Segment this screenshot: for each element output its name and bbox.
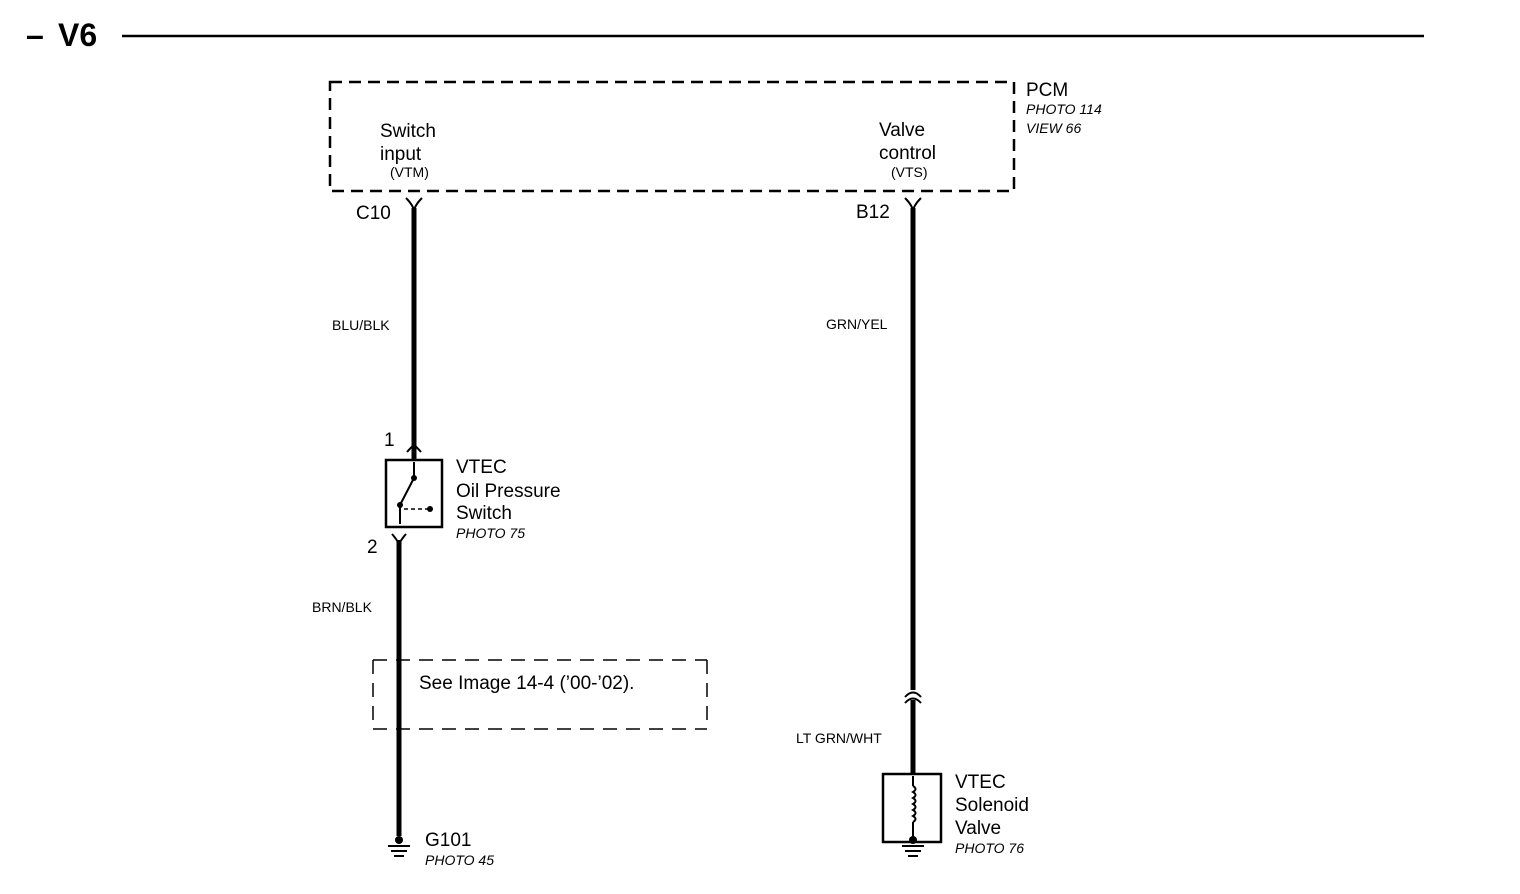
wire-label-lt-grn-wht: LT GRN/WHT (796, 730, 882, 746)
solenoid-label-2: Solenoid (955, 795, 1029, 816)
oil-switch-photo: PHOTO 75 (456, 525, 525, 541)
inline-connector (904, 691, 922, 704)
page-title: V6 (58, 17, 97, 53)
pin-b12-label: B12 (856, 202, 890, 223)
wire-label-blu-blk: BLU/BLK (332, 317, 390, 333)
oil-switch-label-1: VTEC (456, 457, 507, 478)
pin-c10-label: C10 (356, 203, 391, 224)
pcm-view: VIEW 66 (1026, 120, 1081, 136)
solenoid-label-1: VTEC (955, 772, 1006, 793)
see-image-note: See Image 14-4 (’00-’02). (419, 673, 634, 694)
pcm-box (328, 80, 1016, 193)
ground-label: G101 (425, 830, 471, 851)
solenoid-photo: PHOTO 76 (955, 840, 1024, 856)
see-image-box (372, 659, 708, 730)
oil-pressure-switch-symbol (384, 458, 444, 529)
wire-label-brn-blk: BRN/BLK (312, 599, 373, 615)
oil-switch-label-3: Switch (456, 503, 512, 524)
pcm-label: PCM (1026, 80, 1068, 101)
valve-control-label-2: control (879, 143, 936, 164)
valve-control-code: (VTS) (891, 164, 928, 180)
switch-pin-2-label: 2 (367, 537, 378, 558)
switch-input-label-2: input (380, 144, 422, 165)
wire-label-grn-yel: GRN/YEL (826, 316, 888, 332)
solenoid-label-3: Valve (955, 818, 1001, 839)
oil-switch-label-2: Oil Pressure (456, 481, 561, 502)
ground-symbol (388, 836, 410, 857)
header-dash: – (26, 17, 44, 53)
valve-control-label-1: Valve (879, 120, 925, 141)
ground-photo: PHOTO 45 (425, 852, 494, 868)
switch-pin-1-label: 1 (384, 430, 395, 451)
pcm-photo: PHOTO 114 (1026, 101, 1102, 117)
switch-input-code: (VTM) (390, 164, 429, 180)
solenoid-valve-symbol (881, 772, 943, 857)
switch-input-label-1: Switch (380, 121, 436, 142)
